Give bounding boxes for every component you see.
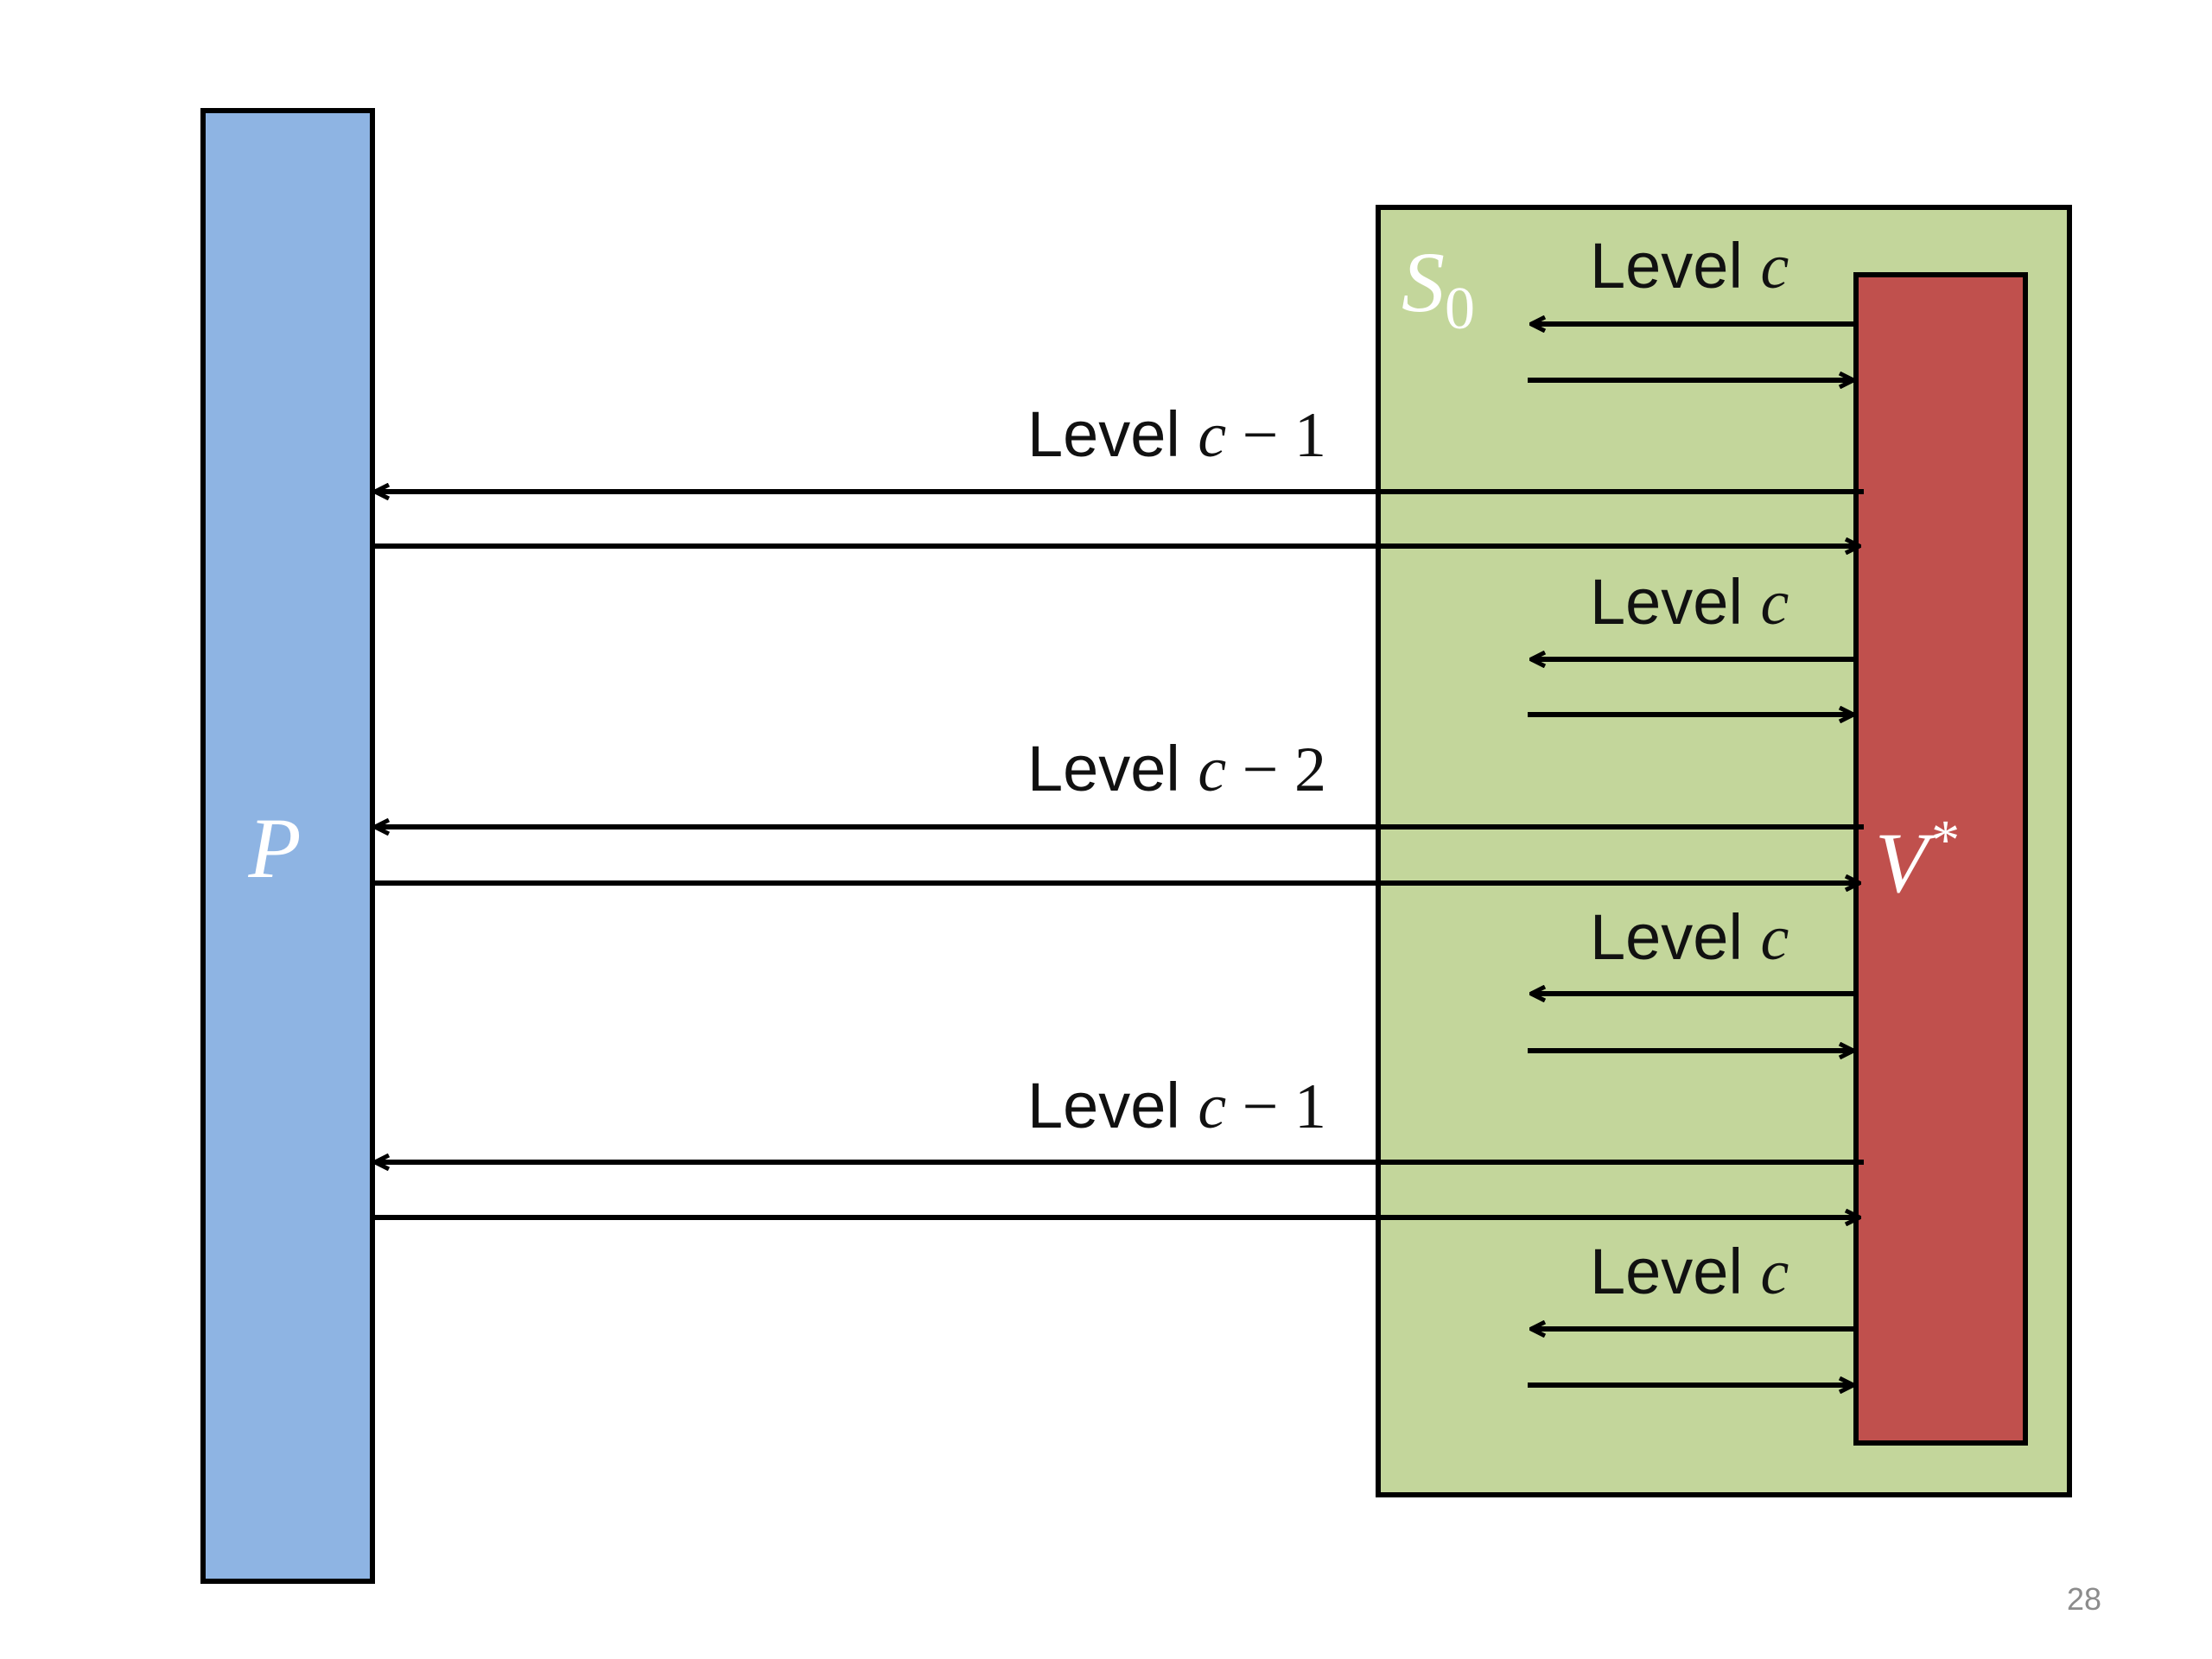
outer-exchange-3: [372, 1162, 1864, 1217]
inner-level-label: Level c: [1590, 1236, 1789, 1308]
inner-exchange-2: [1528, 659, 1856, 715]
inner-level-label: Level c: [1590, 566, 1789, 639]
inner-exchange-4: [1528, 1329, 1856, 1385]
inner-level-label: Level c: [1590, 901, 1789, 974]
outer-exchange-1: [372, 492, 1864, 546]
verifier-label: V*: [1875, 809, 1960, 911]
simulator-label: S0: [1402, 234, 1475, 342]
inner-exchange-1: [1528, 324, 1856, 380]
inner-exchange-3: [1528, 994, 1856, 1051]
verifier-box: [1853, 272, 2028, 1446]
outer-level-label: Level c − 1: [1027, 398, 1326, 471]
outer-level-label: Level c − 2: [1027, 733, 1326, 805]
prover-label: P: [247, 800, 301, 896]
outer-level-label: Level c − 1: [1027, 1070, 1326, 1142]
inner-level-label: Level c: [1590, 230, 1789, 302]
page-number: 28: [2067, 1581, 2101, 1617]
prover-box: [200, 108, 375, 1584]
outer-exchange-2: [372, 827, 1864, 883]
